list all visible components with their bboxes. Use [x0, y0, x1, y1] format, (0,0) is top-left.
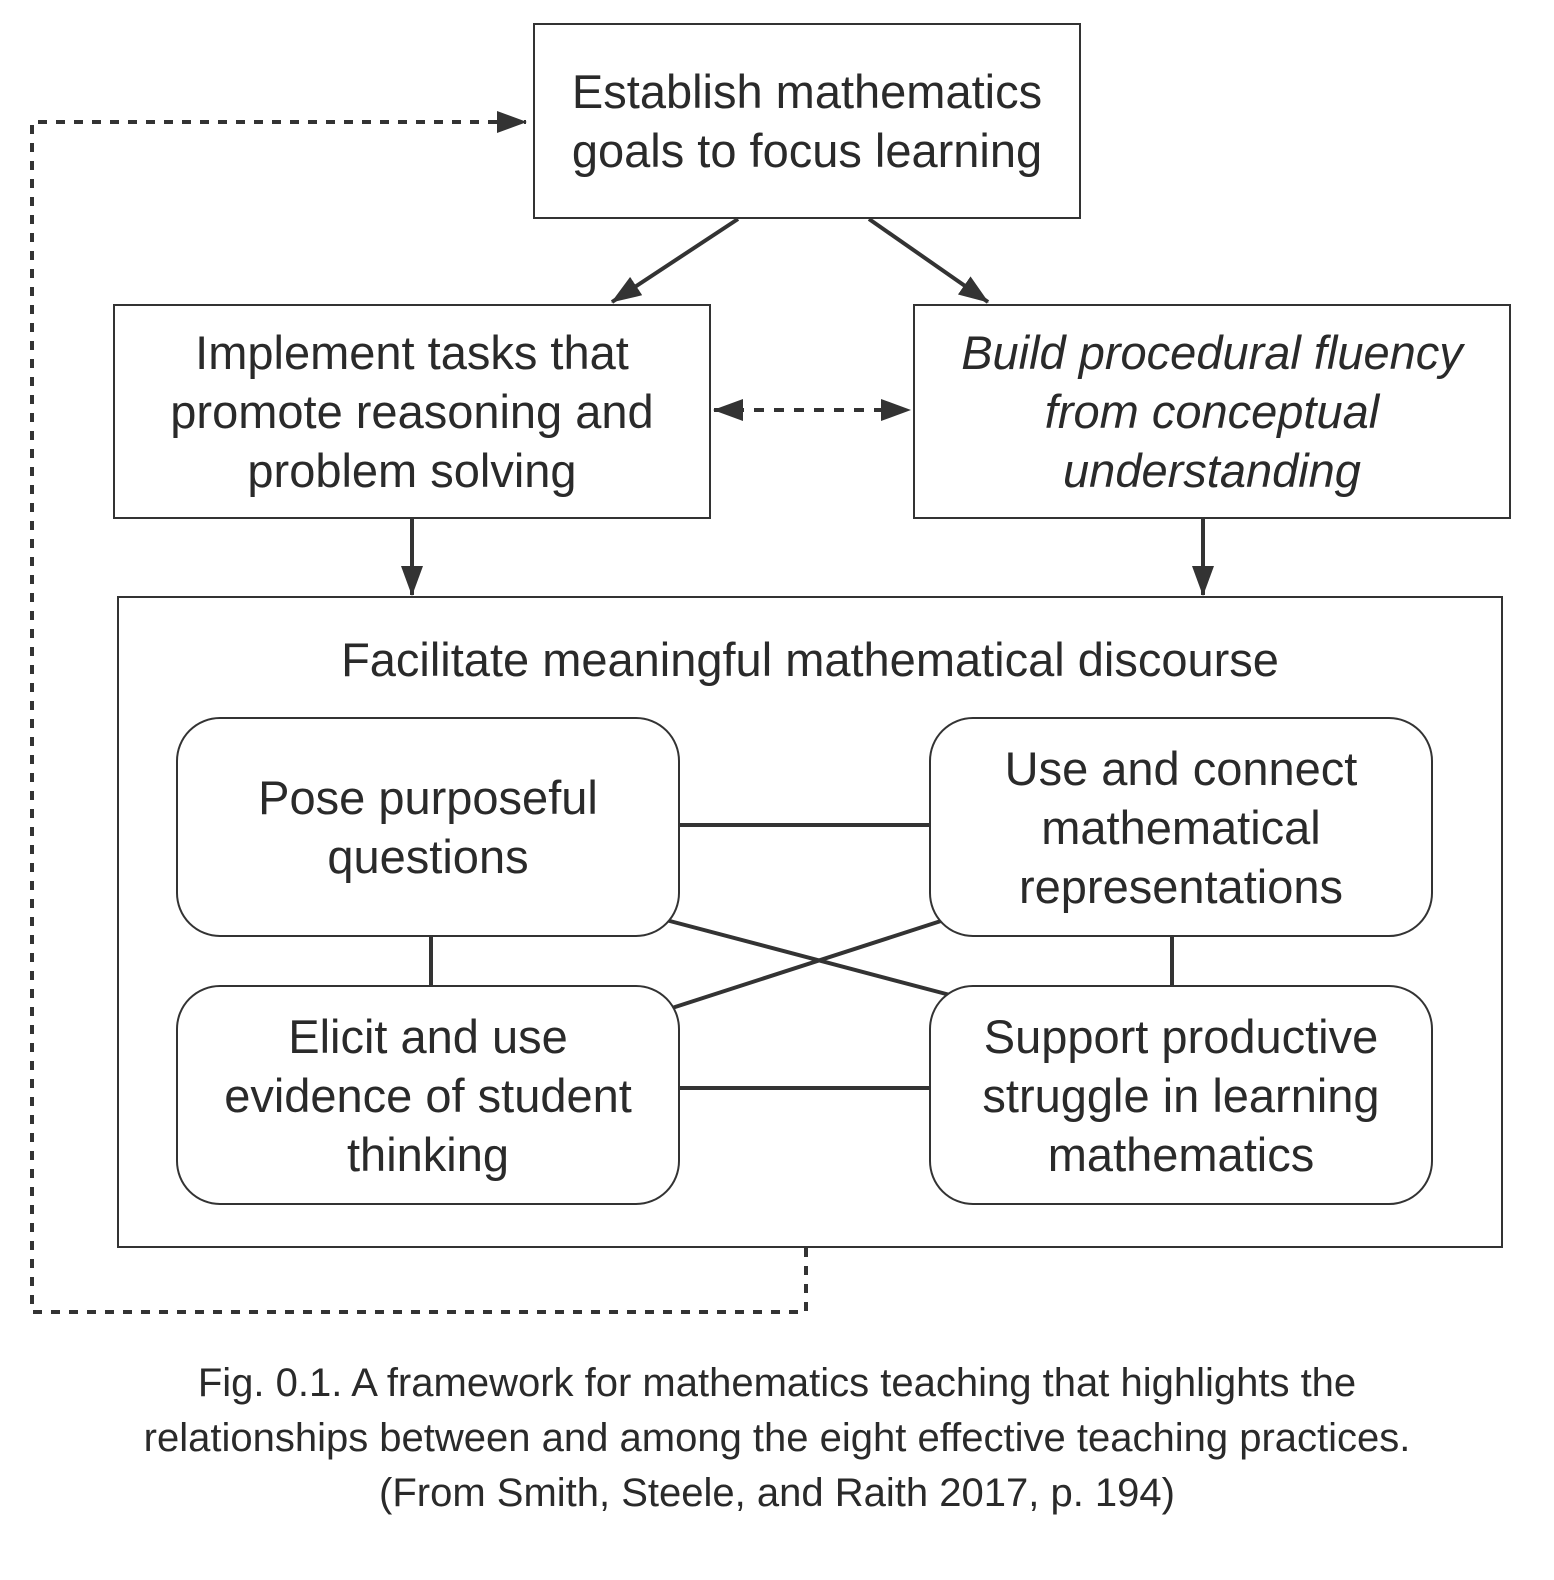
node-label-line: Elicit and use	[288, 1009, 568, 1063]
node-support-struggle: Support productive struggle in learning …	[929, 985, 1433, 1205]
node-label-line: Implement tasks that	[195, 326, 629, 379]
node-implement-tasks: Implement tasks that promote reasoning a…	[113, 304, 711, 519]
node-facilitate-discourse	[117, 596, 1503, 1248]
node-label-line: goals to focus learning	[571, 124, 1043, 177]
caption-line: Fig. 0.1. A framework for mathematics te…	[197, 1361, 1357, 1405]
edge-questions-struggle	[665, 918, 951, 997]
figure-caption: Fig. 0.1. A framework for mathematics te…	[0, 1356, 1554, 1521]
caption-line: (From Smith, Steele, and Raith 2017, p. …	[379, 1471, 1175, 1515]
node-label-line: Support productive	[983, 1009, 1379, 1063]
node-label-line: questions	[327, 830, 529, 883]
node-label-line: understanding	[1063, 444, 1361, 497]
node-use-representations: Use and connect mathematical representat…	[929, 717, 1433, 937]
discourse-title: Facilitate meaningful mathematical disco…	[341, 633, 1279, 686]
node-pose-questions: Pose purposeful questions	[176, 717, 680, 937]
node-build-fluency: Build procedural fluency from conceptual…	[913, 304, 1511, 519]
edge-goals-to-fluency	[867, 217, 990, 304]
node-label-line: promote reasoning and	[170, 385, 654, 438]
node-label-line: Pose purposeful	[258, 771, 598, 824]
node-elicit-evidence: Elicit and use evidence of student think…	[176, 985, 680, 1205]
node-label-line: struggle in learning	[982, 1068, 1380, 1122]
node-label-line: representations	[1019, 859, 1343, 913]
node-label-line: from conceptual	[1044, 385, 1380, 438]
edge-representations-evidence	[671, 918, 945, 1010]
node-label-line: thinking	[347, 1127, 509, 1181]
node-label-line: mathematics	[1047, 1127, 1315, 1181]
node-label-line: mathematical	[1041, 800, 1321, 854]
node-label-line: Establish mathematics	[571, 65, 1043, 118]
node-label-line: Build procedural fluency	[961, 326, 1463, 379]
edge-goals-to-tasks	[610, 217, 740, 304]
node-label-line: problem solving	[247, 444, 577, 497]
node-label-line: Use and connect	[1004, 741, 1358, 795]
node-label-line: evidence of student	[224, 1068, 632, 1122]
edge-discourse-to-goals-dotted	[30, 111, 808, 1314]
node-establish-goals: Establish mathematics goals to focus lea…	[533, 23, 1081, 219]
caption-line: relationships between and among the eigh…	[143, 1416, 1411, 1460]
